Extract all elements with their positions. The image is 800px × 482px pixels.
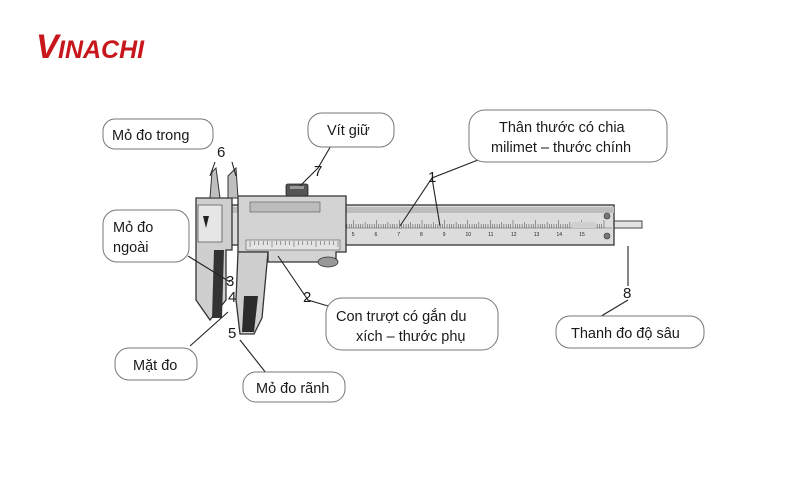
leader-3 [187, 255, 231, 283]
number-2: 2 [303, 289, 311, 306]
callout-measuring-face [114, 347, 198, 381]
leader-6a [209, 161, 216, 177]
fixed-jaw-plate [197, 204, 223, 243]
main-scale-number: 12 [511, 232, 517, 238]
main-scale-number: 9 [443, 232, 446, 238]
callout-slider [325, 297, 499, 351]
callout-lock-screw [307, 112, 395, 148]
main-scale-number: 8 [420, 232, 423, 238]
label-slider-1: Con trượt có gắn du [336, 308, 466, 325]
label-slider-2: xích – thước phụ [356, 329, 466, 345]
main-scale-number: 5 [352, 232, 355, 238]
vernier-caliper: 123456789101112131415 [195, 166, 643, 335]
lock-screw-shape [285, 183, 309, 197]
callout-inner-jaws [102, 118, 214, 150]
rivet-top [603, 212, 611, 220]
main-scale-number: 10 [466, 232, 472, 238]
callouts: Mỏ đo trong Vít giữ Thân thước có chia m… [102, 109, 705, 403]
rivet-bottom [603, 232, 611, 240]
lock-screw-highlight [290, 186, 304, 189]
number-6: 6 [217, 144, 225, 161]
vinachi-logo: V INACHI [36, 28, 145, 66]
label-main-scale-2: milimet – thước chính [491, 140, 631, 156]
label-inner-jaws: Mỏ đo trong [112, 128, 189, 144]
part-numbers: 1 2 3 4 5 6 7 8 [217, 144, 631, 342]
vernier-window [245, 239, 341, 251]
slider-inner-jaw [227, 166, 239, 199]
leader-1b [431, 177, 441, 227]
maker-mark [572, 222, 596, 228]
label-outer-jaws-2: ngoài [113, 240, 148, 256]
vernier-scale-ticks [249, 241, 339, 247]
callout-groove-jaws [242, 371, 346, 403]
thumb-wheel [317, 256, 339, 268]
leader-8b [597, 299, 629, 319]
groove-jaw-dark [242, 296, 258, 332]
logo-word: INACHI [58, 36, 145, 64]
main-scale-number: 7 [397, 232, 400, 238]
leader-lines [187, 143, 629, 379]
number-3: 3 [226, 273, 234, 290]
label-main-scale-1: Thân thước có chia [499, 120, 626, 136]
depth-rod-shape [611, 220, 643, 229]
callout-depth-rod [555, 315, 705, 349]
label-lock-screw: Vít giữ [327, 123, 370, 139]
label-depth-rod: Thanh đo độ sâu [571, 326, 680, 342]
leader-7 [299, 143, 333, 187]
number-8: 8 [623, 285, 631, 302]
main-scale-number: 14 [557, 232, 563, 238]
main-scale-number: 13 [534, 232, 540, 238]
leader-2 [277, 255, 329, 307]
callout-outer-jaws [102, 209, 190, 263]
label-groove-jaws: Mỏ đo rãnh [256, 381, 329, 397]
callout-main-scale [468, 109, 668, 163]
leader-6b [231, 161, 237, 177]
main-scale-number: 6 [375, 232, 378, 238]
label-outer-jaws-1: Mỏ đo [113, 220, 153, 236]
logo-letter-v: V [36, 28, 62, 66]
fixed-inner-jaw [209, 166, 221, 199]
number-5: 5 [228, 325, 236, 342]
main-scale-number: 11 [488, 232, 493, 238]
label-measuring-face: Mặt đo [133, 358, 177, 374]
slider-top-plate [249, 201, 321, 213]
number-7: 7 [314, 163, 322, 180]
number-4: 4 [228, 289, 236, 306]
number-1: 1 [428, 169, 436, 186]
leader-4 [189, 311, 229, 347]
main-scale-number: 15 [579, 232, 585, 238]
beam-top-edge [200, 207, 614, 213]
brand-badge-shape [203, 216, 209, 228]
outer-jaw-face-dark [212, 250, 224, 318]
